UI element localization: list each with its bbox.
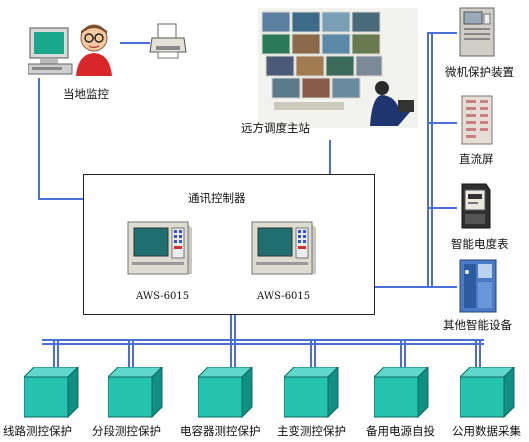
- right-device-label-4: 其他智能设备: [443, 318, 512, 332]
- bottom-device-label-6: 公用数据采集: [452, 424, 521, 438]
- wire-drop-4: [310, 341, 312, 373]
- dc-panel-icon: [458, 94, 498, 146]
- wire-drop-3: [230, 341, 232, 373]
- wire-remote-station: [329, 140, 331, 175]
- comm-controller-title: 通讯控制器: [188, 191, 246, 205]
- bottom-device-label-4: 主变测控保护: [277, 424, 346, 438]
- bottom-device-label-5: 备用电源自投: [366, 424, 435, 438]
- controller-unit-1-icon: [126, 218, 196, 278]
- printer-icon: [148, 22, 188, 60]
- remote-station-label: 远方调度主站: [241, 121, 310, 135]
- wire-right-tap-2: [427, 122, 457, 124]
- wire-drop-1b: [57, 341, 59, 373]
- smart-cabinet-icon: [458, 258, 498, 314]
- wire-right-tap-4: [427, 286, 457, 288]
- cube-icon-2: [108, 367, 164, 419]
- bottom-device-label-2: 分段测控保护: [92, 424, 161, 438]
- wire-controller-right: [373, 286, 429, 288]
- wire-drop-5: [400, 341, 402, 373]
- wire-right-tap-1: [427, 32, 457, 34]
- wire-controller-down-b: [234, 313, 236, 340]
- computer-icon: [28, 26, 76, 78]
- bottom-device-label-3: 电容器测控保护: [180, 424, 261, 438]
- cube-icon-4: [284, 367, 340, 419]
- controller-unit-1-model: AWS-6015: [136, 291, 190, 302]
- operator-icon: [72, 22, 116, 76]
- right-device-label-3: 智能电度表: [451, 237, 509, 251]
- wire-local-monitor: [38, 78, 40, 199]
- cube-icon-3: [198, 367, 254, 419]
- wire-drop-6: [475, 341, 477, 373]
- wire-bottom-bus-b: [42, 343, 484, 345]
- wire-local-monitor-h: [38, 198, 84, 200]
- right-device-label-2: 直流屏: [459, 152, 494, 166]
- wire-right-tap-3: [427, 207, 457, 209]
- cube-icon-1: [24, 367, 80, 419]
- controller-unit-2-icon: [250, 218, 320, 278]
- wire-right-bus-b: [431, 32, 433, 288]
- cube-icon-5: [374, 367, 430, 419]
- wire-right-bus: [427, 32, 429, 288]
- wire-drop-2b: [132, 341, 134, 373]
- local-monitor-label: 当地监控: [63, 87, 109, 101]
- bottom-device-label-1: 线路测控保护: [3, 424, 72, 438]
- wire-monitor-printer: [120, 42, 150, 44]
- wire-drop-5b: [404, 341, 406, 373]
- wire-drop-3b: [234, 341, 236, 373]
- right-device-label-1: 微机保护装置: [445, 65, 514, 79]
- wire-drop-4b: [314, 341, 316, 373]
- wire-bottom-bus: [42, 339, 484, 341]
- controller-unit-2-model: AWS-6015: [257, 291, 311, 302]
- video-wall-icon: [258, 8, 418, 128]
- cube-icon-6: [460, 367, 516, 419]
- wire-drop-2: [128, 341, 130, 373]
- protection-device-icon: [458, 6, 498, 58]
- smart-meter-icon: [456, 182, 496, 232]
- wire-drop-1: [53, 341, 55, 373]
- wire-controller-down: [230, 313, 232, 340]
- wire-drop-6b: [479, 341, 481, 373]
